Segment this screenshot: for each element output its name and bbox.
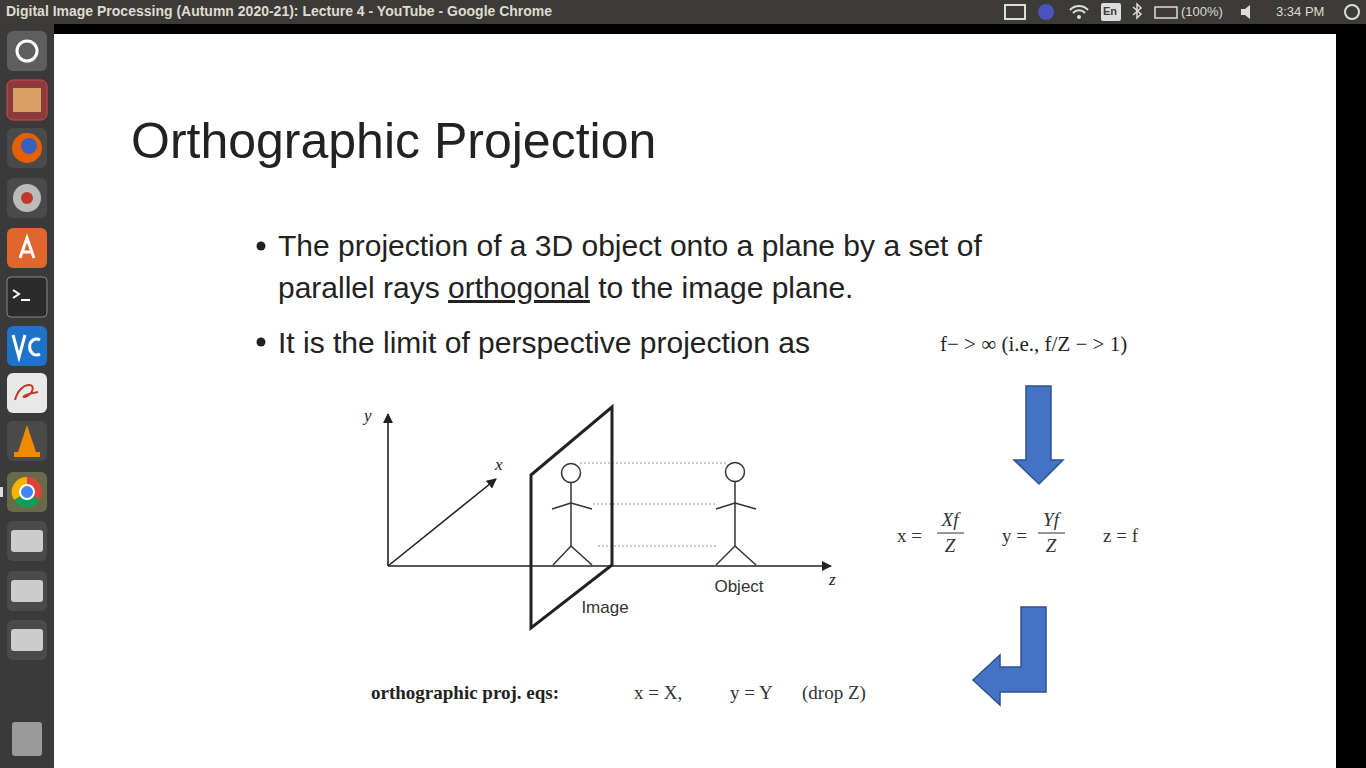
slide: [54, 34, 1336, 768]
equation: Yf: [1026, 509, 1076, 531]
equation: Xf: [925, 509, 975, 531]
stick-figure: [716, 463, 756, 566]
projection-rays: [580, 463, 726, 546]
axis-label: x: [495, 455, 503, 475]
bullet-dot: [257, 242, 266, 251]
axes: [388, 414, 831, 566]
equation: z = f: [1103, 525, 1138, 547]
equation-caption: orthographic proj. eqs:: [371, 682, 559, 704]
axis-label: y: [364, 406, 372, 426]
formula: f− > ∞ (i.e., f/Z − > 1): [940, 332, 1127, 357]
image-plane: [531, 407, 612, 628]
figure-label: Object: [699, 577, 779, 597]
launcher-icons: [0, 31, 47, 756]
bullet-text: to the image plane.: [598, 271, 853, 304]
equation: y = Y: [730, 682, 773, 704]
launcher: [0, 24, 54, 768]
block-arrow: [1014, 386, 1063, 484]
bullet-dot: [257, 338, 266, 347]
keyboard-indicator: En: [1103, 5, 1117, 17]
window-title: Digital Image Processing (Autumn 2020-21…: [6, 3, 552, 19]
equation: y =: [1002, 525, 1027, 547]
block-arrow: [973, 607, 1046, 705]
equation: Z: [1026, 535, 1076, 557]
equation: x = X,: [634, 682, 682, 704]
battery-percent: (100%): [1181, 4, 1223, 19]
equation: x =: [897, 525, 922, 547]
axis-label: z: [829, 570, 836, 590]
bullet-text: The projection of a 3D object onto a pla…: [278, 225, 1078, 309]
fraction-bar: [1038, 533, 1065, 534]
tray-icons: [1005, 3, 1359, 21]
top-bar: [0, 0, 1366, 24]
bullet-text: It is the limit of perspective projectio…: [278, 323, 810, 363]
underlined-word: orthogonal: [448, 271, 590, 304]
equation: Z: [925, 535, 975, 557]
equation: (drop Z): [802, 682, 866, 704]
fraction-bar: [937, 533, 964, 534]
slide-title: Orthographic Projection: [131, 112, 656, 170]
clock: 3:34 PM: [1276, 4, 1324, 19]
figure-label: Image: [565, 598, 645, 618]
stick-figure: [552, 464, 592, 566]
